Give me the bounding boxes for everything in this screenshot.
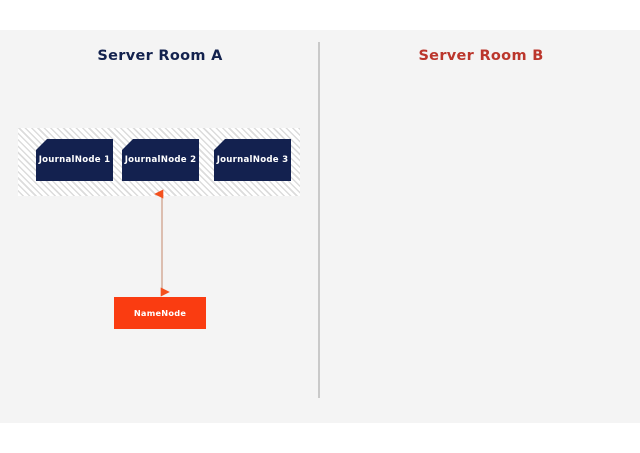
node-journalnode-3-label: JournalNode 3 [216,154,289,165]
arrow-journalnode-namenode [154,189,170,297]
room-title-server-room-a: Server Room A [97,48,223,64]
node-journalnode-2[interactable]: JournalNode 2 [122,139,199,181]
node-journalnode-3[interactable]: JournalNode 3 [214,139,291,181]
node-journalnode-2-label: JournalNode 2 [124,154,197,165]
node-journalnode-1-label: JournalNode 1 [38,154,111,165]
diagram-canvas [0,30,640,423]
node-journalnode-1[interactable]: JournalNode 1 [36,139,113,181]
room-title-server-room-b: Server Room B [418,48,544,64]
node-namenode-label: NameNode [133,307,187,318]
room-divider [318,42,320,398]
node-namenode[interactable]: NameNode [114,297,206,329]
